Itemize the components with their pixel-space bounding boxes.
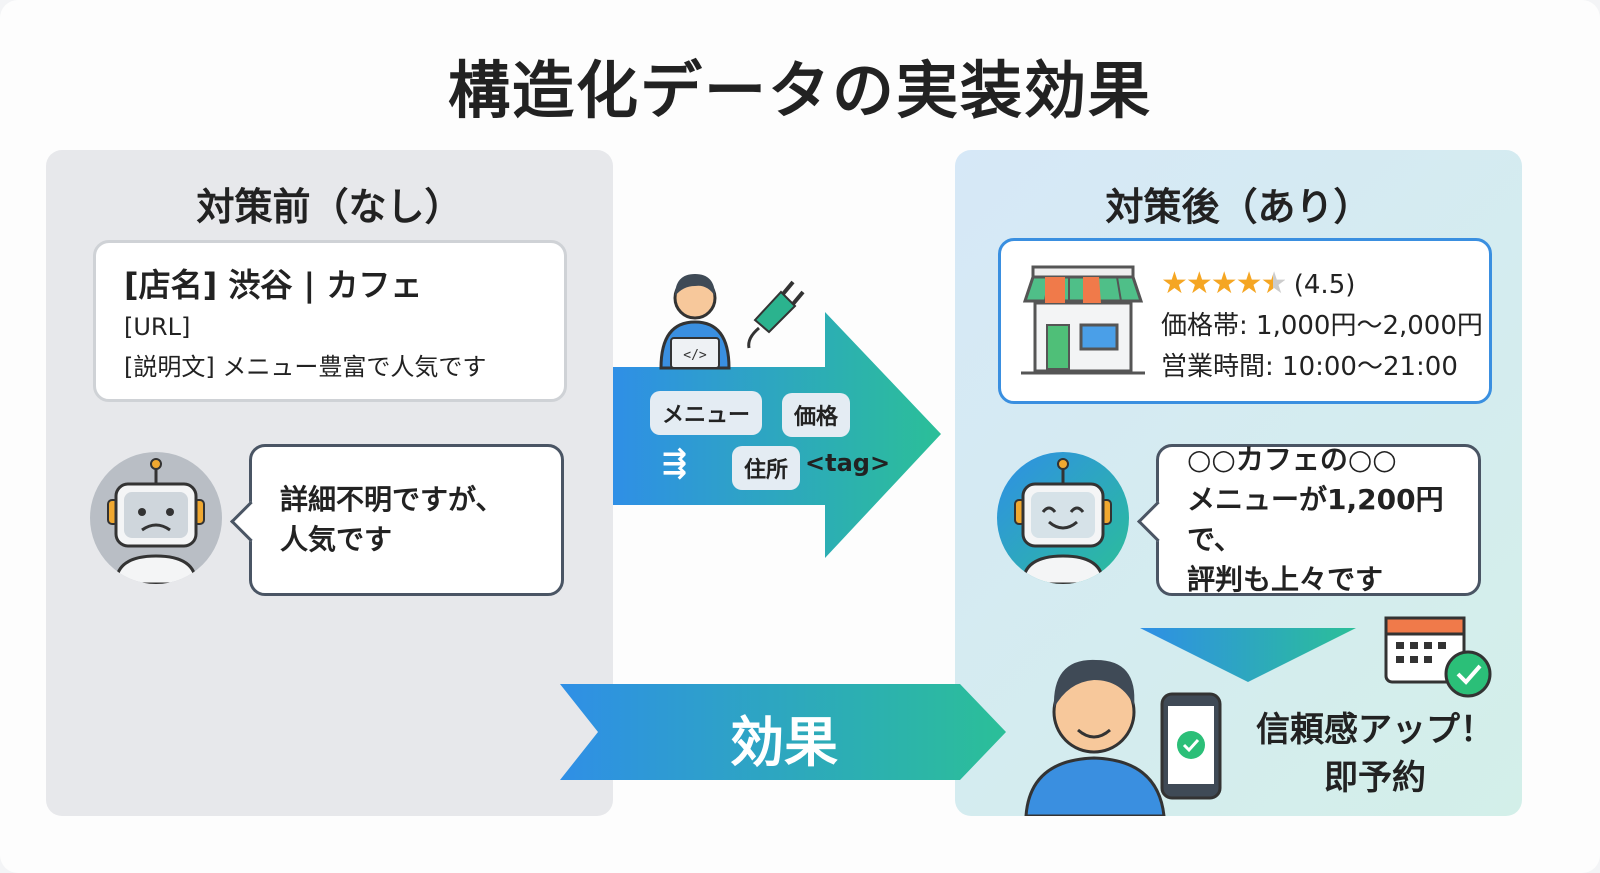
ai-reply-line: メニューが1,200円で、 (1187, 483, 1444, 556)
ai-reply-line: 詳細不明ですが、 (280, 483, 504, 516)
tag-address: 住所 (732, 446, 801, 490)
opening-hours: 営業時間: 10:00〜21:00 (1161, 352, 1458, 382)
effect-banner: 効果 (560, 684, 1008, 780)
after-panel: 対策後（あり） ★★★★★ (4.5) 価格帯: 1,000円〜2,000円 営… (955, 150, 1522, 816)
outcome-text: 信頼感アップ！ 即予約 (1245, 706, 1505, 802)
rich-search-result: ★★★★★ (4.5) 価格帯: 1,000円〜2,000円 営業時間: 10:… (998, 238, 1492, 404)
after-heading: 対策後（あり） (1105, 185, 1372, 229)
code-tag-label: <tag> (805, 449, 891, 477)
effect-label: 効果 (730, 711, 838, 774)
after-ai-bubble: ○○カフェの○○ メニューが1,200円で、 評判も上々です (1156, 443, 1481, 596)
rating-label: (4.5) (1293, 270, 1356, 300)
snippet-url: [URL] (124, 313, 191, 341)
svg-text:</>: </> (683, 348, 707, 363)
snippet-description: [説明文] メニュー豊富で人気です (124, 353, 487, 381)
happy-user-with-phone-icon (1024, 659, 1222, 816)
page-title: 構造化データの実装効果 (447, 54, 1152, 127)
outcome-line: 即予約 (1324, 758, 1426, 798)
before-panel: 対策前（なし） [店名] 渋谷 | カフェ [URL] [説明文] メニュー豊富… (46, 150, 613, 816)
tag-menu: メニュー (650, 391, 763, 435)
plug-icon (747, 280, 805, 349)
ai-reply-line: ○○カフェの○○ (1187, 443, 1397, 476)
calendar-check-icon (1384, 616, 1492, 698)
ai-reply-line: 人気です (280, 523, 393, 556)
outcome-line: 信頼感アップ！ (1256, 710, 1494, 750)
storefront-icon (1021, 265, 1145, 375)
data-flow-icon: ⇶ (662, 446, 688, 481)
snippet-title: [店名] 渋谷 | カフェ (124, 266, 423, 304)
price-range: 価格帯: 1,000円〜2,000円 (1161, 311, 1483, 341)
down-arrow-icon (1140, 628, 1356, 682)
plain-search-snippet: [店名] 渋谷 | カフェ [URL] [説明文] メニュー豊富で人気です (93, 240, 567, 402)
rating-row: ★★★★★ (4.5) (1161, 263, 1489, 306)
happy-robot-icon (997, 452, 1129, 584)
before-heading: 対策前（なし） (196, 185, 463, 229)
before-ai-bubble: 詳細不明ですが、 人気です (249, 444, 564, 596)
tag-price: 価格 (782, 393, 851, 437)
star-rating-icon: ★★★★★ (1161, 266, 1287, 301)
developer-icon: </> (659, 274, 805, 370)
implementation-arrow (613, 312, 941, 558)
confused-robot-icon (90, 452, 222, 584)
ai-reply-line: 評判も上々です (1187, 563, 1384, 596)
